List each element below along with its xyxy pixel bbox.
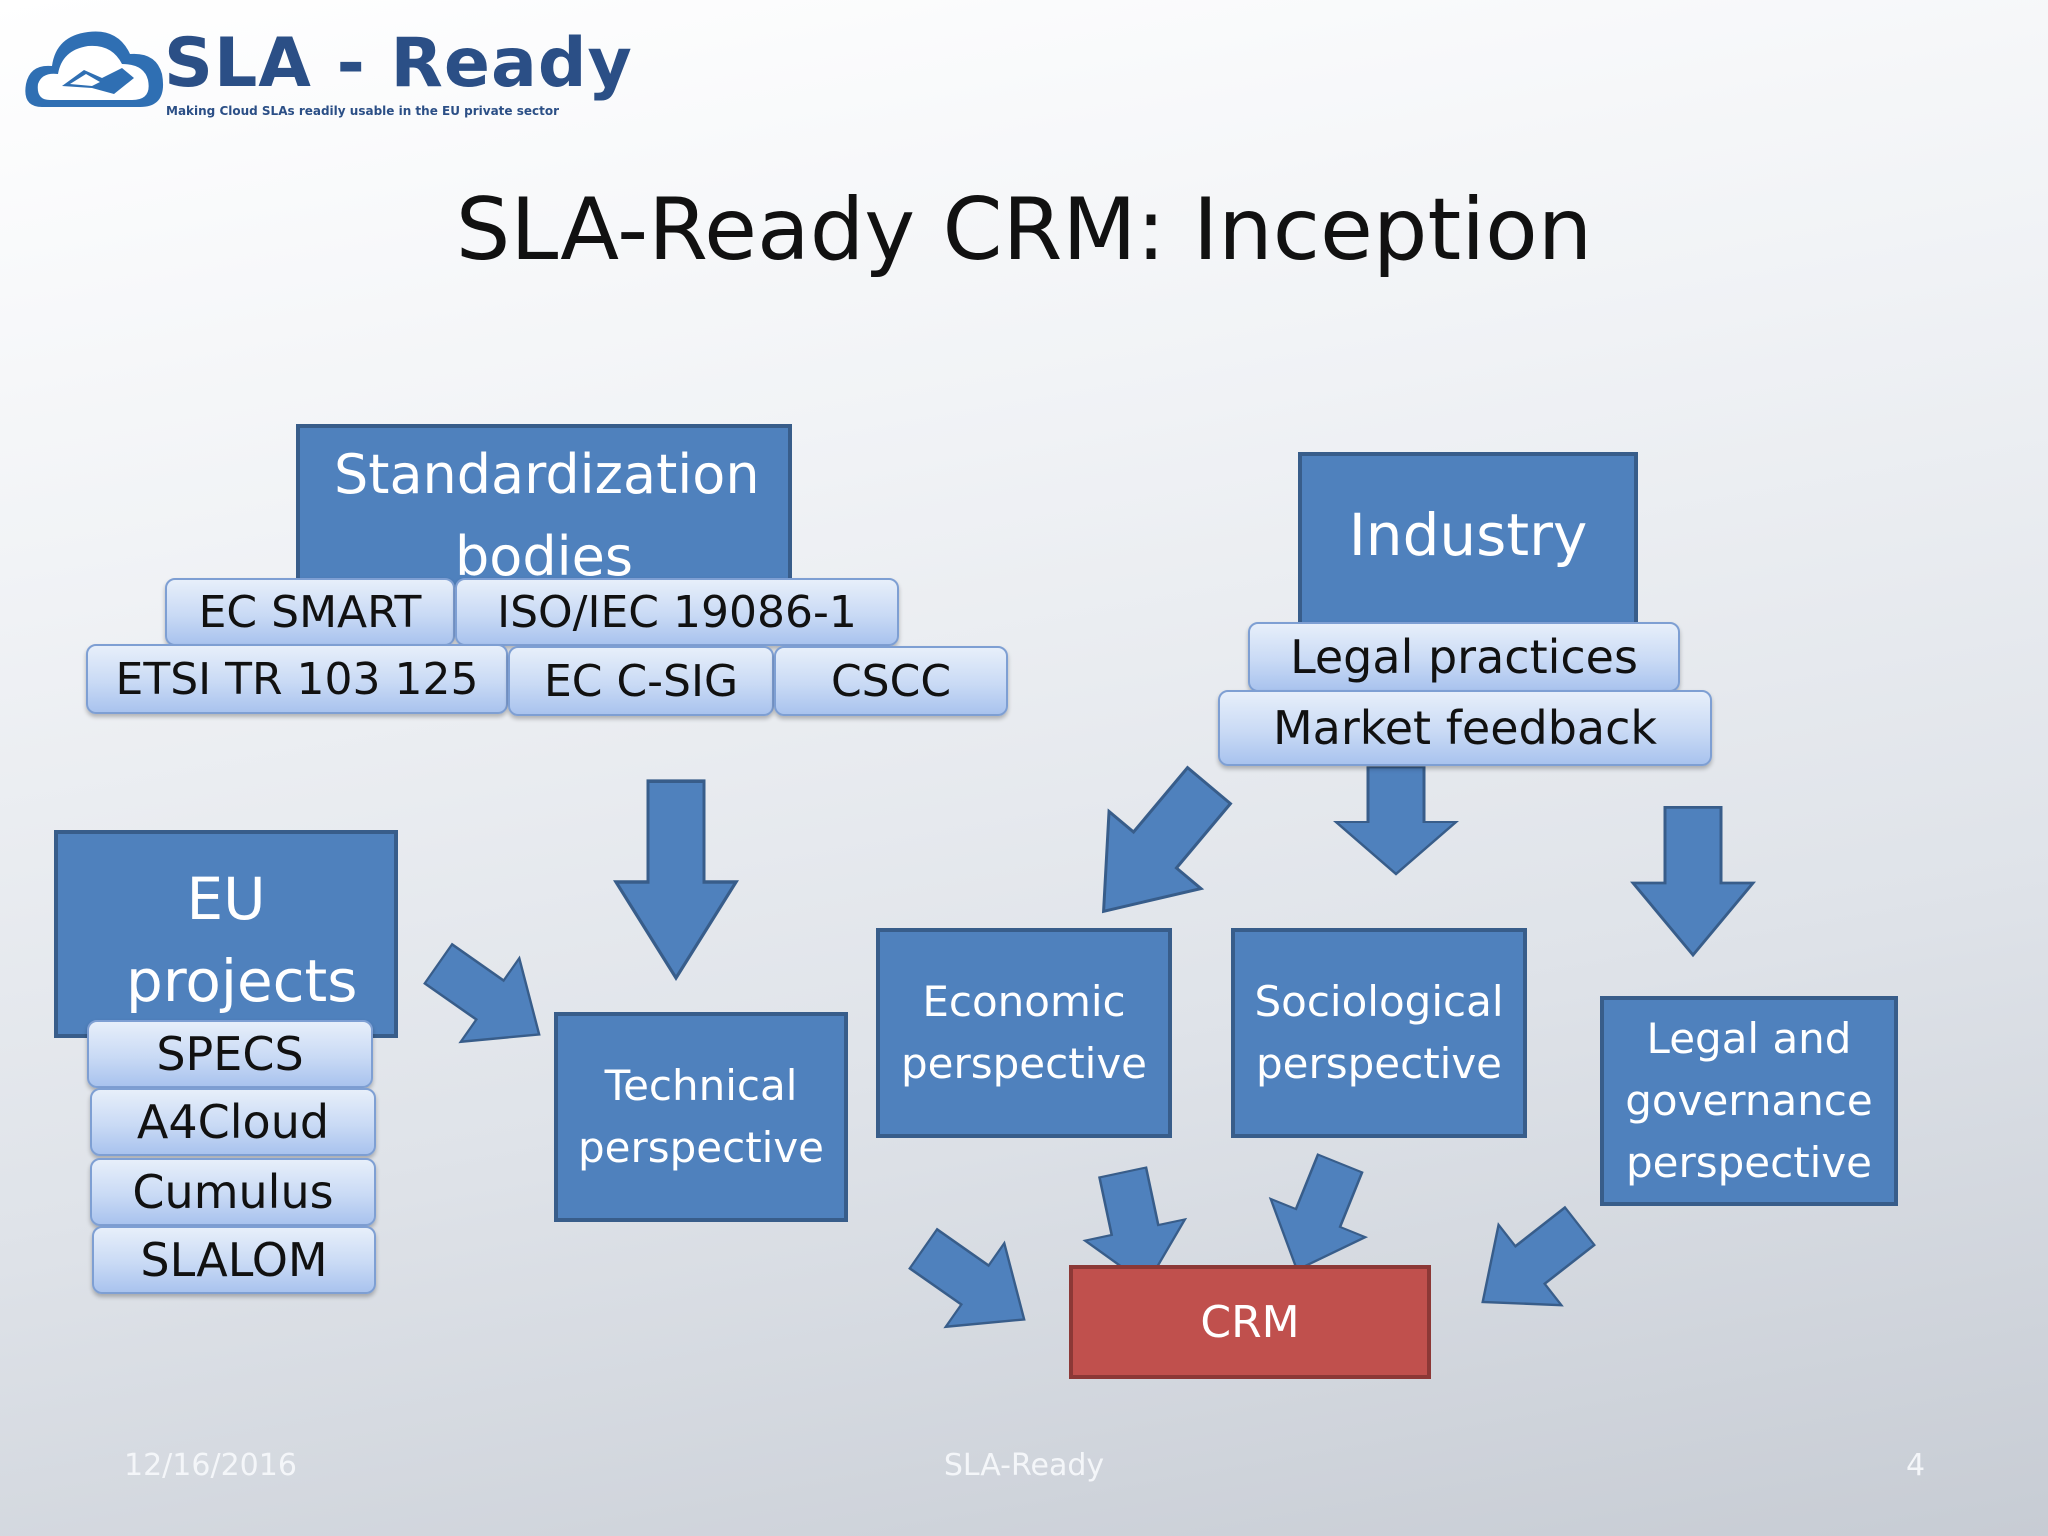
pill-slalom: SLALOM	[92, 1226, 376, 1294]
standardization-bodies-box: Standardization bodies	[296, 424, 792, 590]
arrow-industry-to-legal	[1631, 805, 1755, 957]
pill-market-feedback: Market feedback	[1218, 690, 1712, 766]
page-number: 4	[1906, 1448, 1926, 1483]
economic-perspective-box: Economic perspective	[876, 928, 1172, 1138]
handshake-cloud-icon	[25, 31, 164, 107]
industry-box: Industry	[1298, 452, 1638, 628]
standardization-bodies-label: Standardization bodies	[334, 443, 760, 588]
pill-cscc: CSCC	[774, 646, 1008, 716]
arrow-industry-to-sociological	[1334, 765, 1458, 876]
slide-title: SLA-Ready CRM: Inception	[455, 180, 1593, 280]
crm-label: CRM	[1200, 1296, 1300, 1348]
pill-ec-smart: EC SMART	[165, 578, 455, 646]
pill-cumulus: Cumulus	[90, 1158, 376, 1226]
pill-specs: SPECS	[87, 1020, 373, 1088]
footer-date: 12/16/2016	[124, 1448, 297, 1483]
eu-projects-box: EU projects	[54, 830, 398, 1038]
arrow-industry-to-economic	[1056, 745, 1257, 952]
crm-box: CRM	[1069, 1265, 1431, 1379]
economic-perspective-label: Economic perspective	[900, 977, 1148, 1088]
footer-center: SLA-Ready	[943, 1448, 1105, 1483]
technical-perspective-box: Technical perspective	[554, 1012, 848, 1222]
pill-legal-practices: Legal practices	[1248, 622, 1680, 692]
legal-governance-perspective-label: Legal and governance perspective	[1625, 1014, 1873, 1187]
sociological-perspective-box: Sociological perspective	[1231, 928, 1527, 1138]
pill-a4cloud: A4Cloud	[90, 1088, 376, 1156]
arrow-technical-to-crm	[892, 1205, 1055, 1363]
arrow-legal-to-crm	[1450, 1184, 1613, 1344]
logo-tagline: Making Cloud SLAs readily usable in the …	[166, 104, 560, 118]
pill-iso-iec-19086-1: ISO/IEC 19086-1	[455, 578, 899, 646]
pill-ec-c-sig: EC C-SIG	[508, 646, 774, 716]
legal-governance-perspective-box: Legal and governance perspective	[1600, 996, 1898, 1206]
logo-name: SLA - Ready	[164, 24, 633, 103]
pill-etsi-tr-103-125: ETSI TR 103 125	[86, 644, 508, 714]
eu-projects-label: EU projects	[126, 865, 358, 1015]
industry-label: Industry	[1348, 501, 1588, 569]
technical-perspective-label: Technical perspective	[577, 1061, 825, 1172]
logo	[22, 12, 172, 122]
arrow-eu-to-technical	[407, 920, 570, 1078]
arrow-standardization-to-technical	[614, 779, 738, 980]
sociological-perspective-label: Sociological perspective	[1254, 977, 1504, 1088]
